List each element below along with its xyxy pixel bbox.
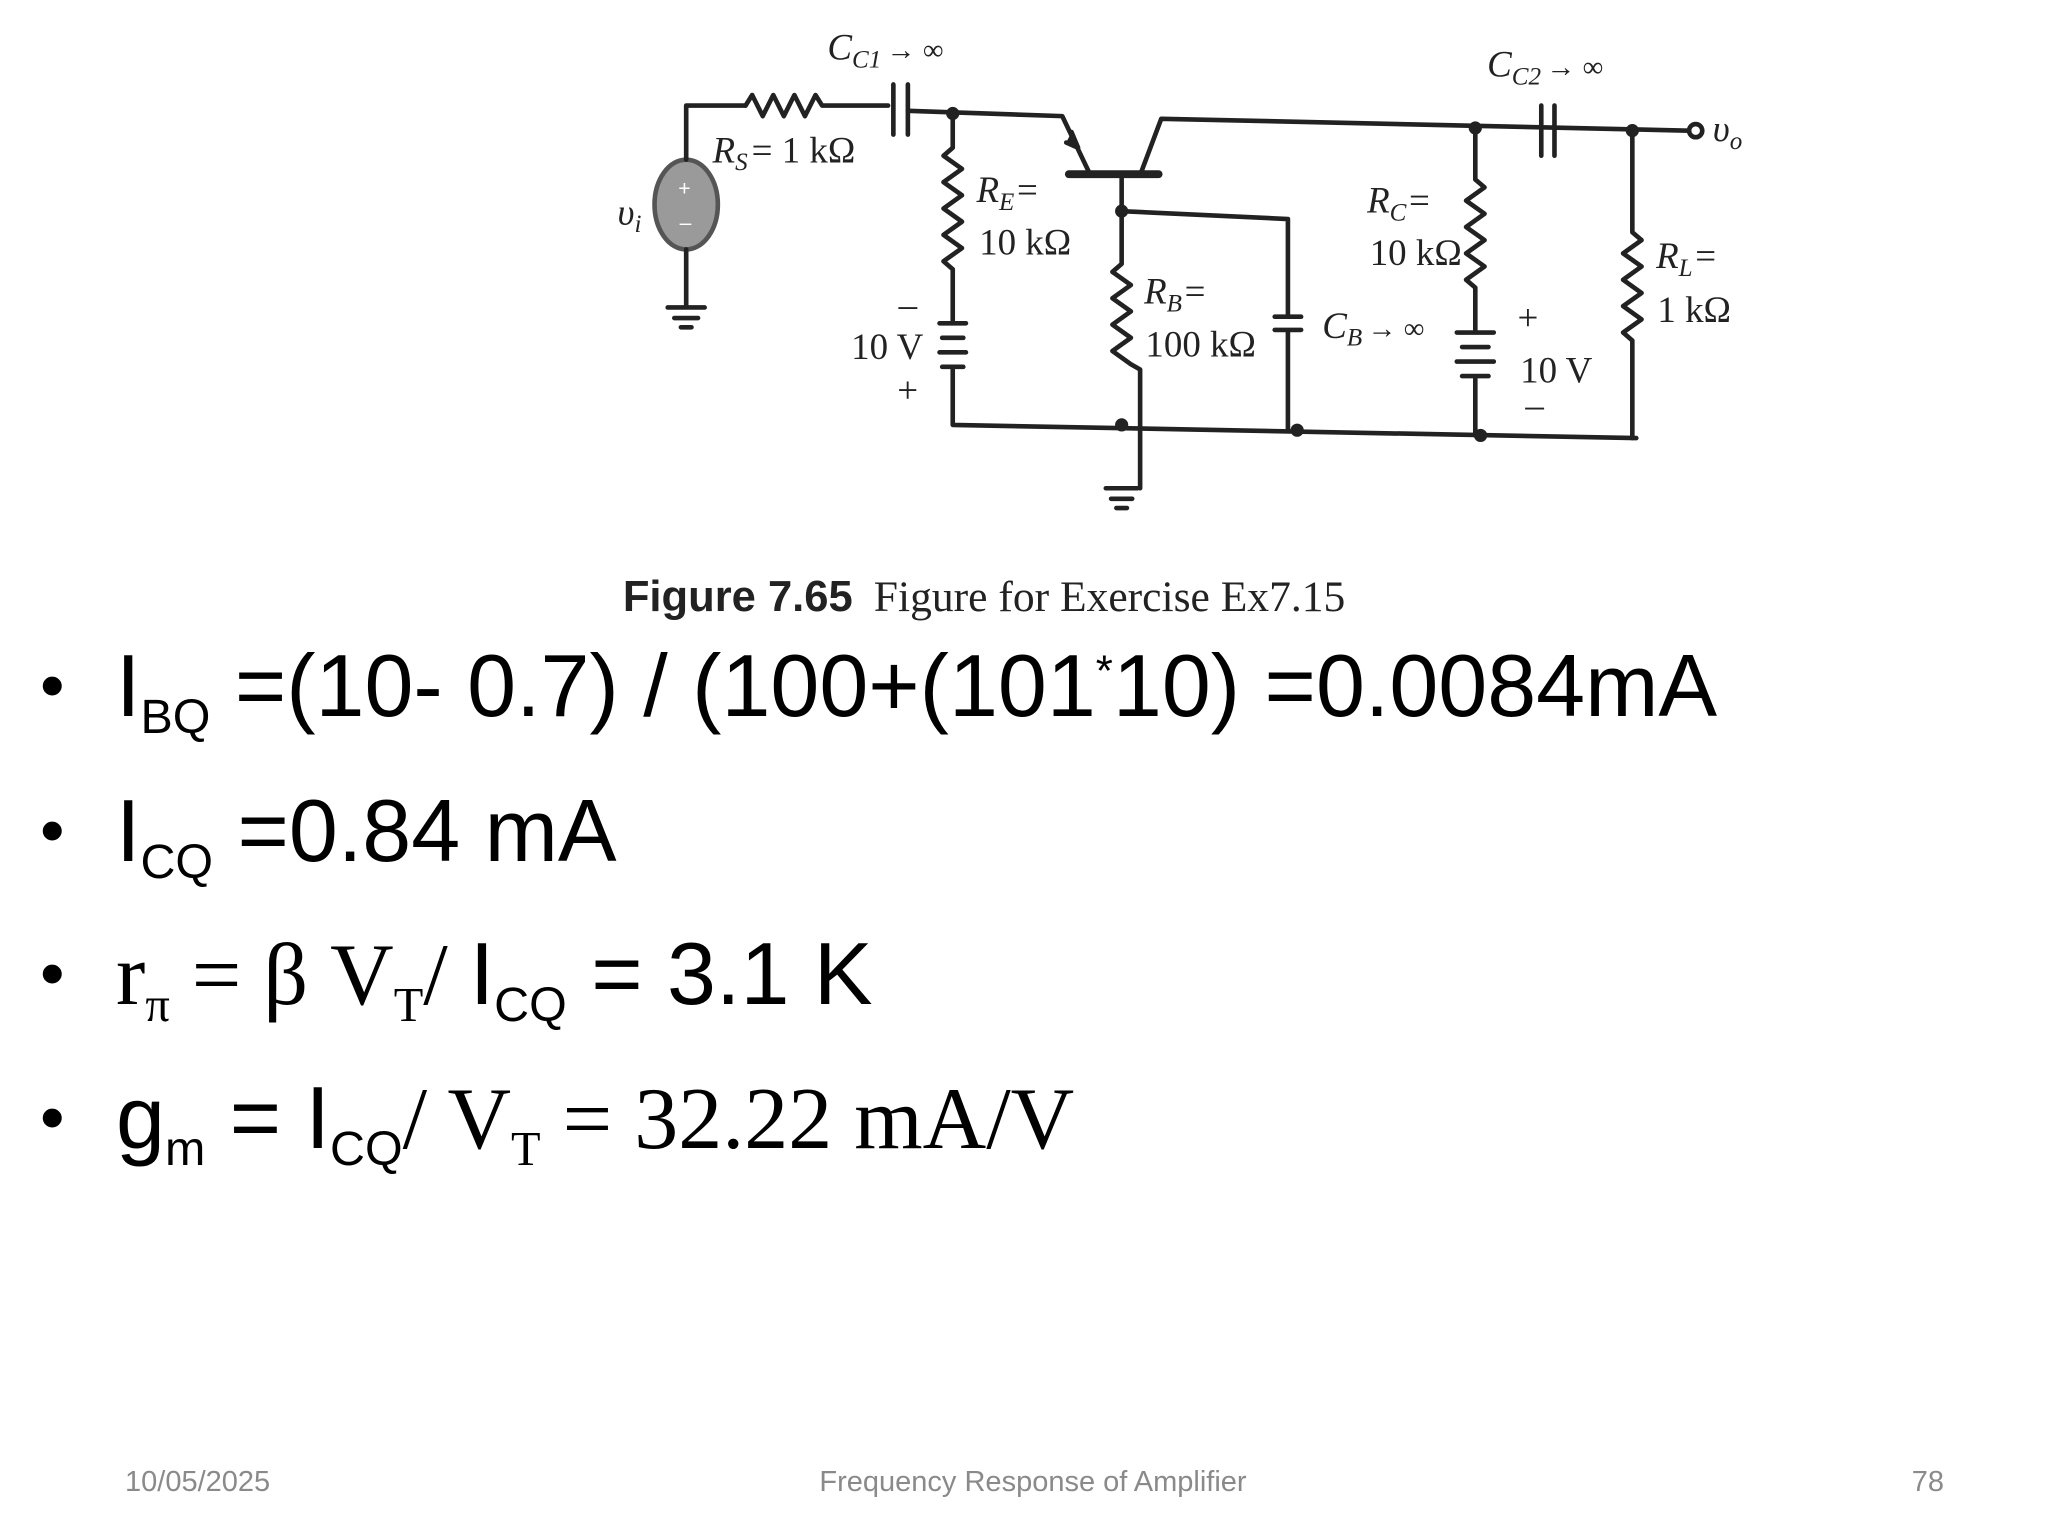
- wire: [1119, 171, 1304, 433]
- minus-sign: –: [680, 212, 692, 235]
- label-rl-value: 1 kΩ: [1657, 289, 1731, 330]
- resistor-rs: [743, 92, 891, 119]
- label-rb: RB=: [1143, 271, 1205, 318]
- bullet-marker: •: [40, 1078, 65, 1156]
- ground-source: [665, 247, 707, 330]
- battery-vee: [937, 320, 1639, 441]
- label-rs: RS= 1 kΩ: [712, 129, 856, 176]
- label-rc-value: 10 kΩ: [1370, 232, 1462, 273]
- capacitor-cc1: [891, 82, 911, 137]
- ground-base: [1103, 485, 1140, 511]
- bullet-marker: •: [40, 934, 65, 1012]
- circuit-figure: + – CC1→ ∞ CC2→ ∞ RS= 1 kΩ RE= 10 kΩ RB=…: [618, 26, 1743, 621]
- label-cc1: CC1→ ∞: [827, 26, 943, 73]
- wire: [683, 103, 748, 162]
- battery-vcc: [1454, 330, 1497, 438]
- label-vcc-bottom: –: [1524, 384, 1544, 425]
- wire: [1139, 116, 1692, 174]
- label-rb-value: 100 kΩ: [1145, 323, 1256, 364]
- label-re-value: 10 kΩ: [979, 222, 1071, 263]
- bullet-marker: •: [40, 791, 65, 869]
- footer-title: Frequency Response of Amplifier: [819, 1466, 1247, 1498]
- emitter-arrow: [1063, 129, 1081, 151]
- bullet-marker: •: [40, 646, 65, 724]
- capacitor-cc2: [1538, 103, 1557, 159]
- label-rl: RL=: [1655, 235, 1716, 282]
- label-vi: υi: [618, 191, 642, 238]
- resistor-rb: [1110, 208, 1143, 491]
- voltage-source: [652, 157, 721, 252]
- label-cb: CB→ ∞: [1322, 305, 1424, 352]
- footer-date: 10/05/2025: [125, 1466, 271, 1498]
- resistor-re: [941, 111, 965, 323]
- plus-sign: +: [678, 177, 690, 200]
- label-vcc: 10 V: [1520, 350, 1593, 391]
- label-cc2: CC2→ ∞: [1487, 44, 1603, 91]
- label-vo: υo: [1713, 108, 1743, 155]
- slide-number: 78: [1911, 1466, 1944, 1498]
- resistor-rl: [1620, 128, 1644, 441]
- label-vcc-top: +: [1518, 297, 1539, 338]
- label-vee: 10 V: [851, 326, 924, 367]
- label-vee-top: –: [898, 284, 918, 325]
- label-vee-bottom: +: [897, 369, 918, 410]
- resistor-rc: [1463, 125, 1487, 333]
- wire: [905, 108, 1091, 174]
- label-rc: RC=: [1366, 179, 1430, 226]
- label-re: RE=: [975, 169, 1037, 216]
